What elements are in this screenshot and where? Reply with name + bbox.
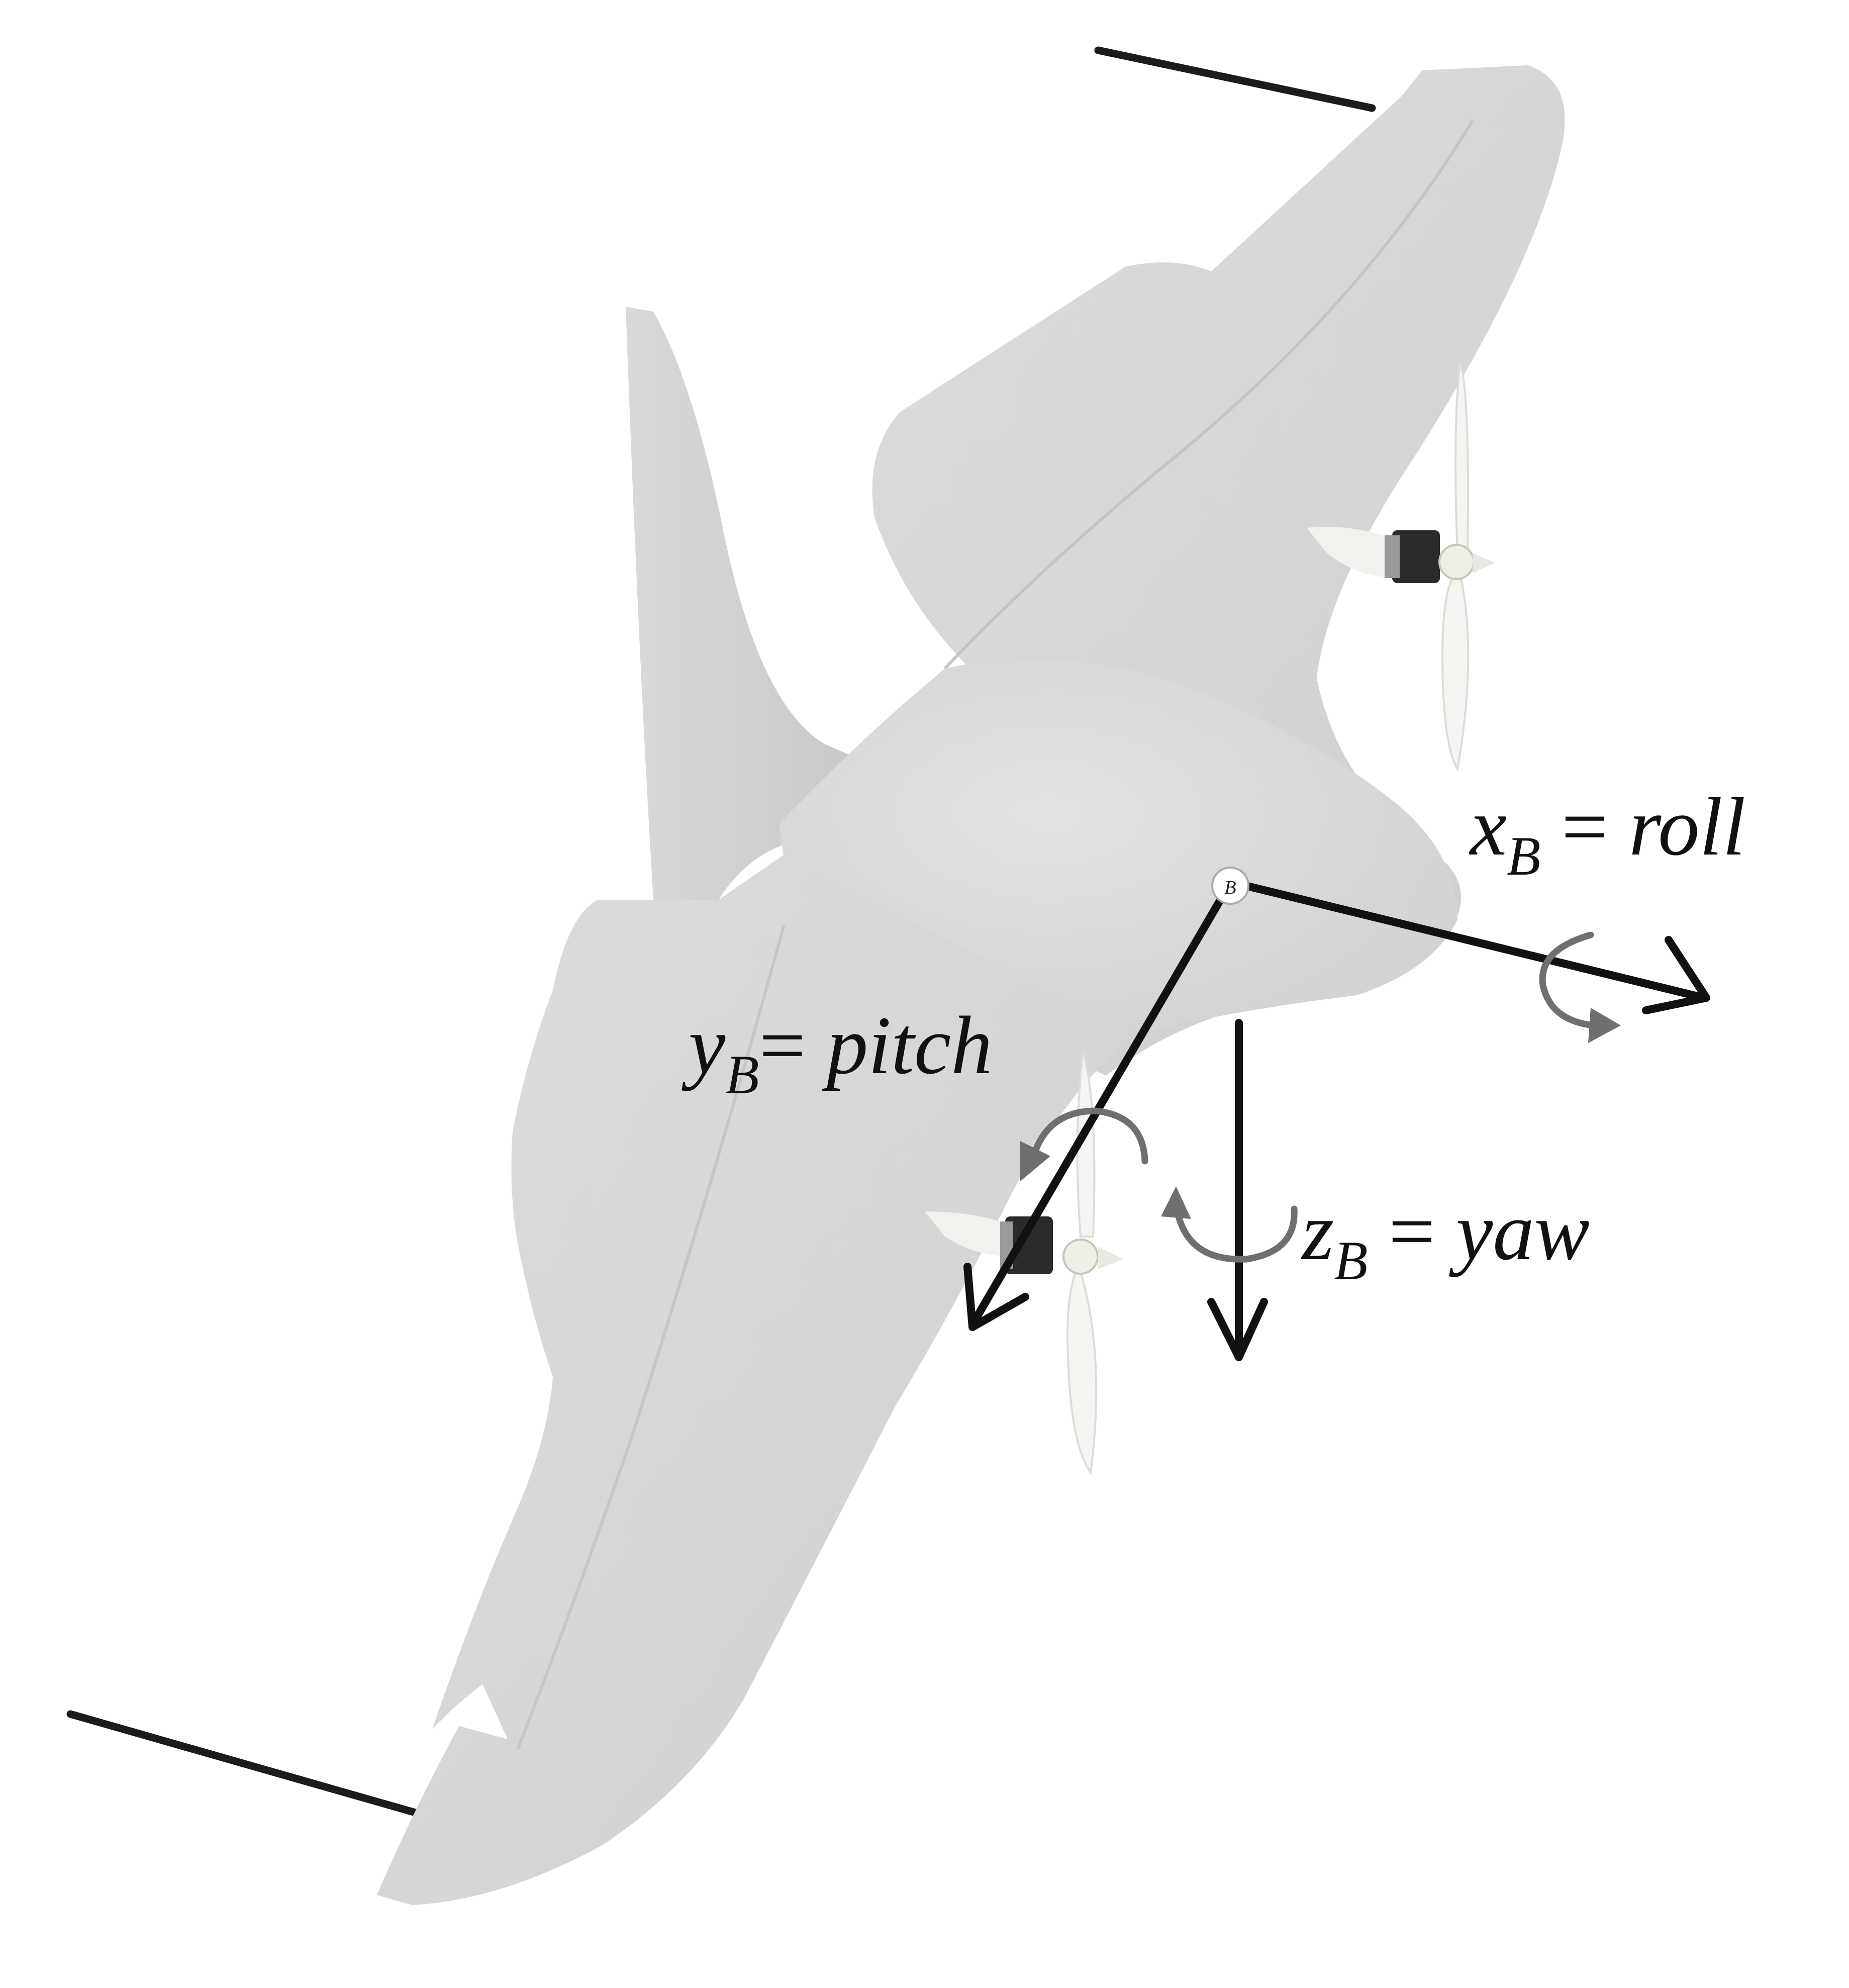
roll-rotation-arrowhead	[1588, 1008, 1621, 1043]
x-axis-symbol: x	[1469, 781, 1507, 873]
left-elevon-notch	[452, 1684, 508, 1739]
origin-marker	[1211, 867, 1249, 905]
upper-motor-nacelle	[1307, 527, 1402, 578]
y-axis-equals: =	[759, 999, 826, 1091]
y-axis-arrowhead	[963, 1263, 1029, 1331]
lower-propeller-hub	[1062, 1239, 1099, 1275]
left-wing	[377, 855, 1131, 1905]
x-axis-line	[1227, 878, 1708, 1002]
origin-label: B	[1224, 877, 1236, 898]
bottom-wingtip-rod	[66, 1710, 426, 1819]
y-axis-subscript: B	[725, 1044, 759, 1105]
yaw-rotation-arrow	[1175, 1205, 1298, 1263]
lower-motor-assembly	[925, 1050, 1123, 1476]
x-axis-subscript: B	[1507, 825, 1540, 887]
rotation-arrows	[1020, 931, 1621, 1263]
x-axis-arrowhead	[1642, 936, 1710, 1014]
z-axis-label: zB = yaw	[1301, 1185, 1590, 1291]
upper-motor-assembly	[1307, 361, 1495, 772]
lower-motor-nacelle	[925, 1211, 1015, 1257]
z-axis-equals: =	[1368, 1185, 1456, 1277]
lower-spinner	[1098, 1247, 1123, 1269]
y-axis-symbol: y	[682, 999, 726, 1091]
lower-propeller	[1066, 1050, 1098, 1476]
z-axis-symbol: z	[1301, 1185, 1334, 1277]
body-axes: B	[963, 867, 1710, 1361]
z-axis-arrowhead	[1207, 1298, 1268, 1361]
pitch-rotation-arrow	[1032, 1107, 1148, 1165]
x-axis-label: xB = roll	[1469, 781, 1745, 887]
z-axis-subscript: B	[1334, 1230, 1368, 1291]
x-axis-meaning: roll	[1629, 781, 1745, 873]
lower-motor	[1005, 1216, 1053, 1274]
x-axis-equals: =	[1540, 781, 1629, 873]
y-axis-label: yB= pitch	[682, 999, 993, 1105]
y-axis-line	[968, 886, 1230, 1329]
axis-labels: xB = roll yB= pitch zB = yaw	[682, 781, 1745, 1291]
right-elevon-notch	[900, 618, 945, 669]
upper-motor	[1392, 530, 1440, 583]
top-wingtip-rod	[1094, 46, 1376, 112]
z-axis-meaning: yaw	[1449, 1185, 1590, 1277]
upper-spinner	[1473, 553, 1495, 573]
right-wing-hinge-line	[943, 120, 1474, 670]
vertical-fin	[626, 307, 945, 905]
upper-motor-bell	[1385, 535, 1400, 578]
yaw-rotation-arrowhead	[1161, 1186, 1191, 1219]
upper-propeller-hub	[1438, 544, 1475, 580]
y-axis-meaning: pitch	[822, 999, 993, 1091]
airframe	[377, 65, 1565, 1905]
left-wing-hinge-line	[516, 924, 786, 1750]
roll-rotation-arrow	[1539, 931, 1597, 1029]
pitch-rotation-arrowhead	[1020, 1141, 1050, 1181]
